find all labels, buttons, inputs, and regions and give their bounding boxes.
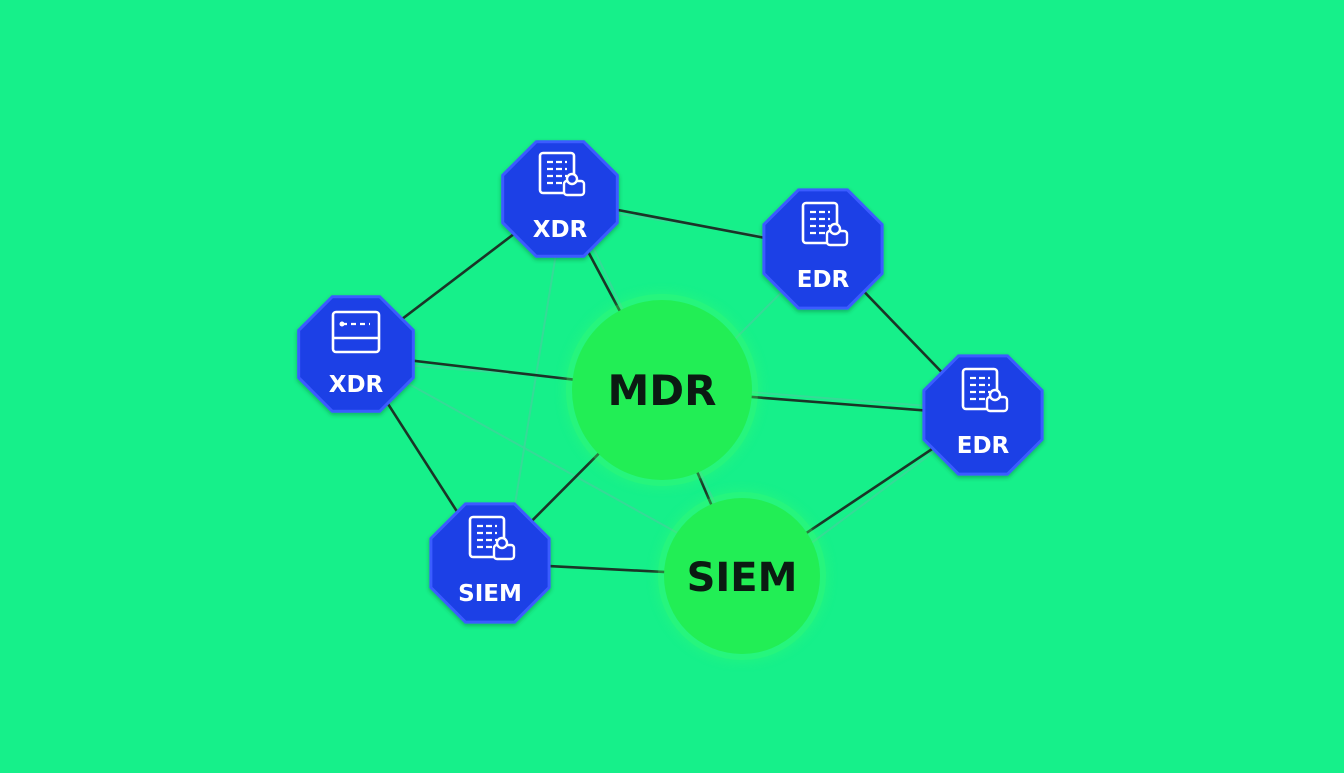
octagon-shape [501,140,619,258]
node-label: SIEM [458,581,522,607]
node-siem-left[interactable]: SIEM [429,502,551,624]
panel-window-icon [331,310,381,354]
document-user-icon [468,515,516,561]
node-edr-top[interactable]: EDR [762,188,884,310]
nodes-layer: XDR XDR EDR EDR SIEM MDR SIEM [297,140,1044,660]
hub-circle [572,300,752,480]
hub-label: MDR [608,366,717,415]
node-label: EDR [797,267,850,293]
document-user-icon [961,367,1009,413]
node-xdr-left[interactable]: XDR [297,295,415,413]
node-label: XDR [329,372,384,398]
node-label: XDR [533,217,588,243]
node-label: EDR [957,433,1010,459]
document-user-icon [801,201,849,247]
octagon-shape [922,354,1044,476]
node-siem-hub[interactable]: SIEM [658,492,826,660]
octagon-shape [762,188,884,310]
node-xdr-top[interactable]: XDR [501,140,619,258]
node-edr-right[interactable]: EDR [922,354,1044,476]
hub-circle [664,498,820,654]
hub-label: SIEM [687,555,798,601]
node-mdr[interactable]: MDR [566,294,758,486]
octagon-shape [429,502,551,624]
document-user-icon [538,151,586,197]
octagon-shape [297,295,415,413]
